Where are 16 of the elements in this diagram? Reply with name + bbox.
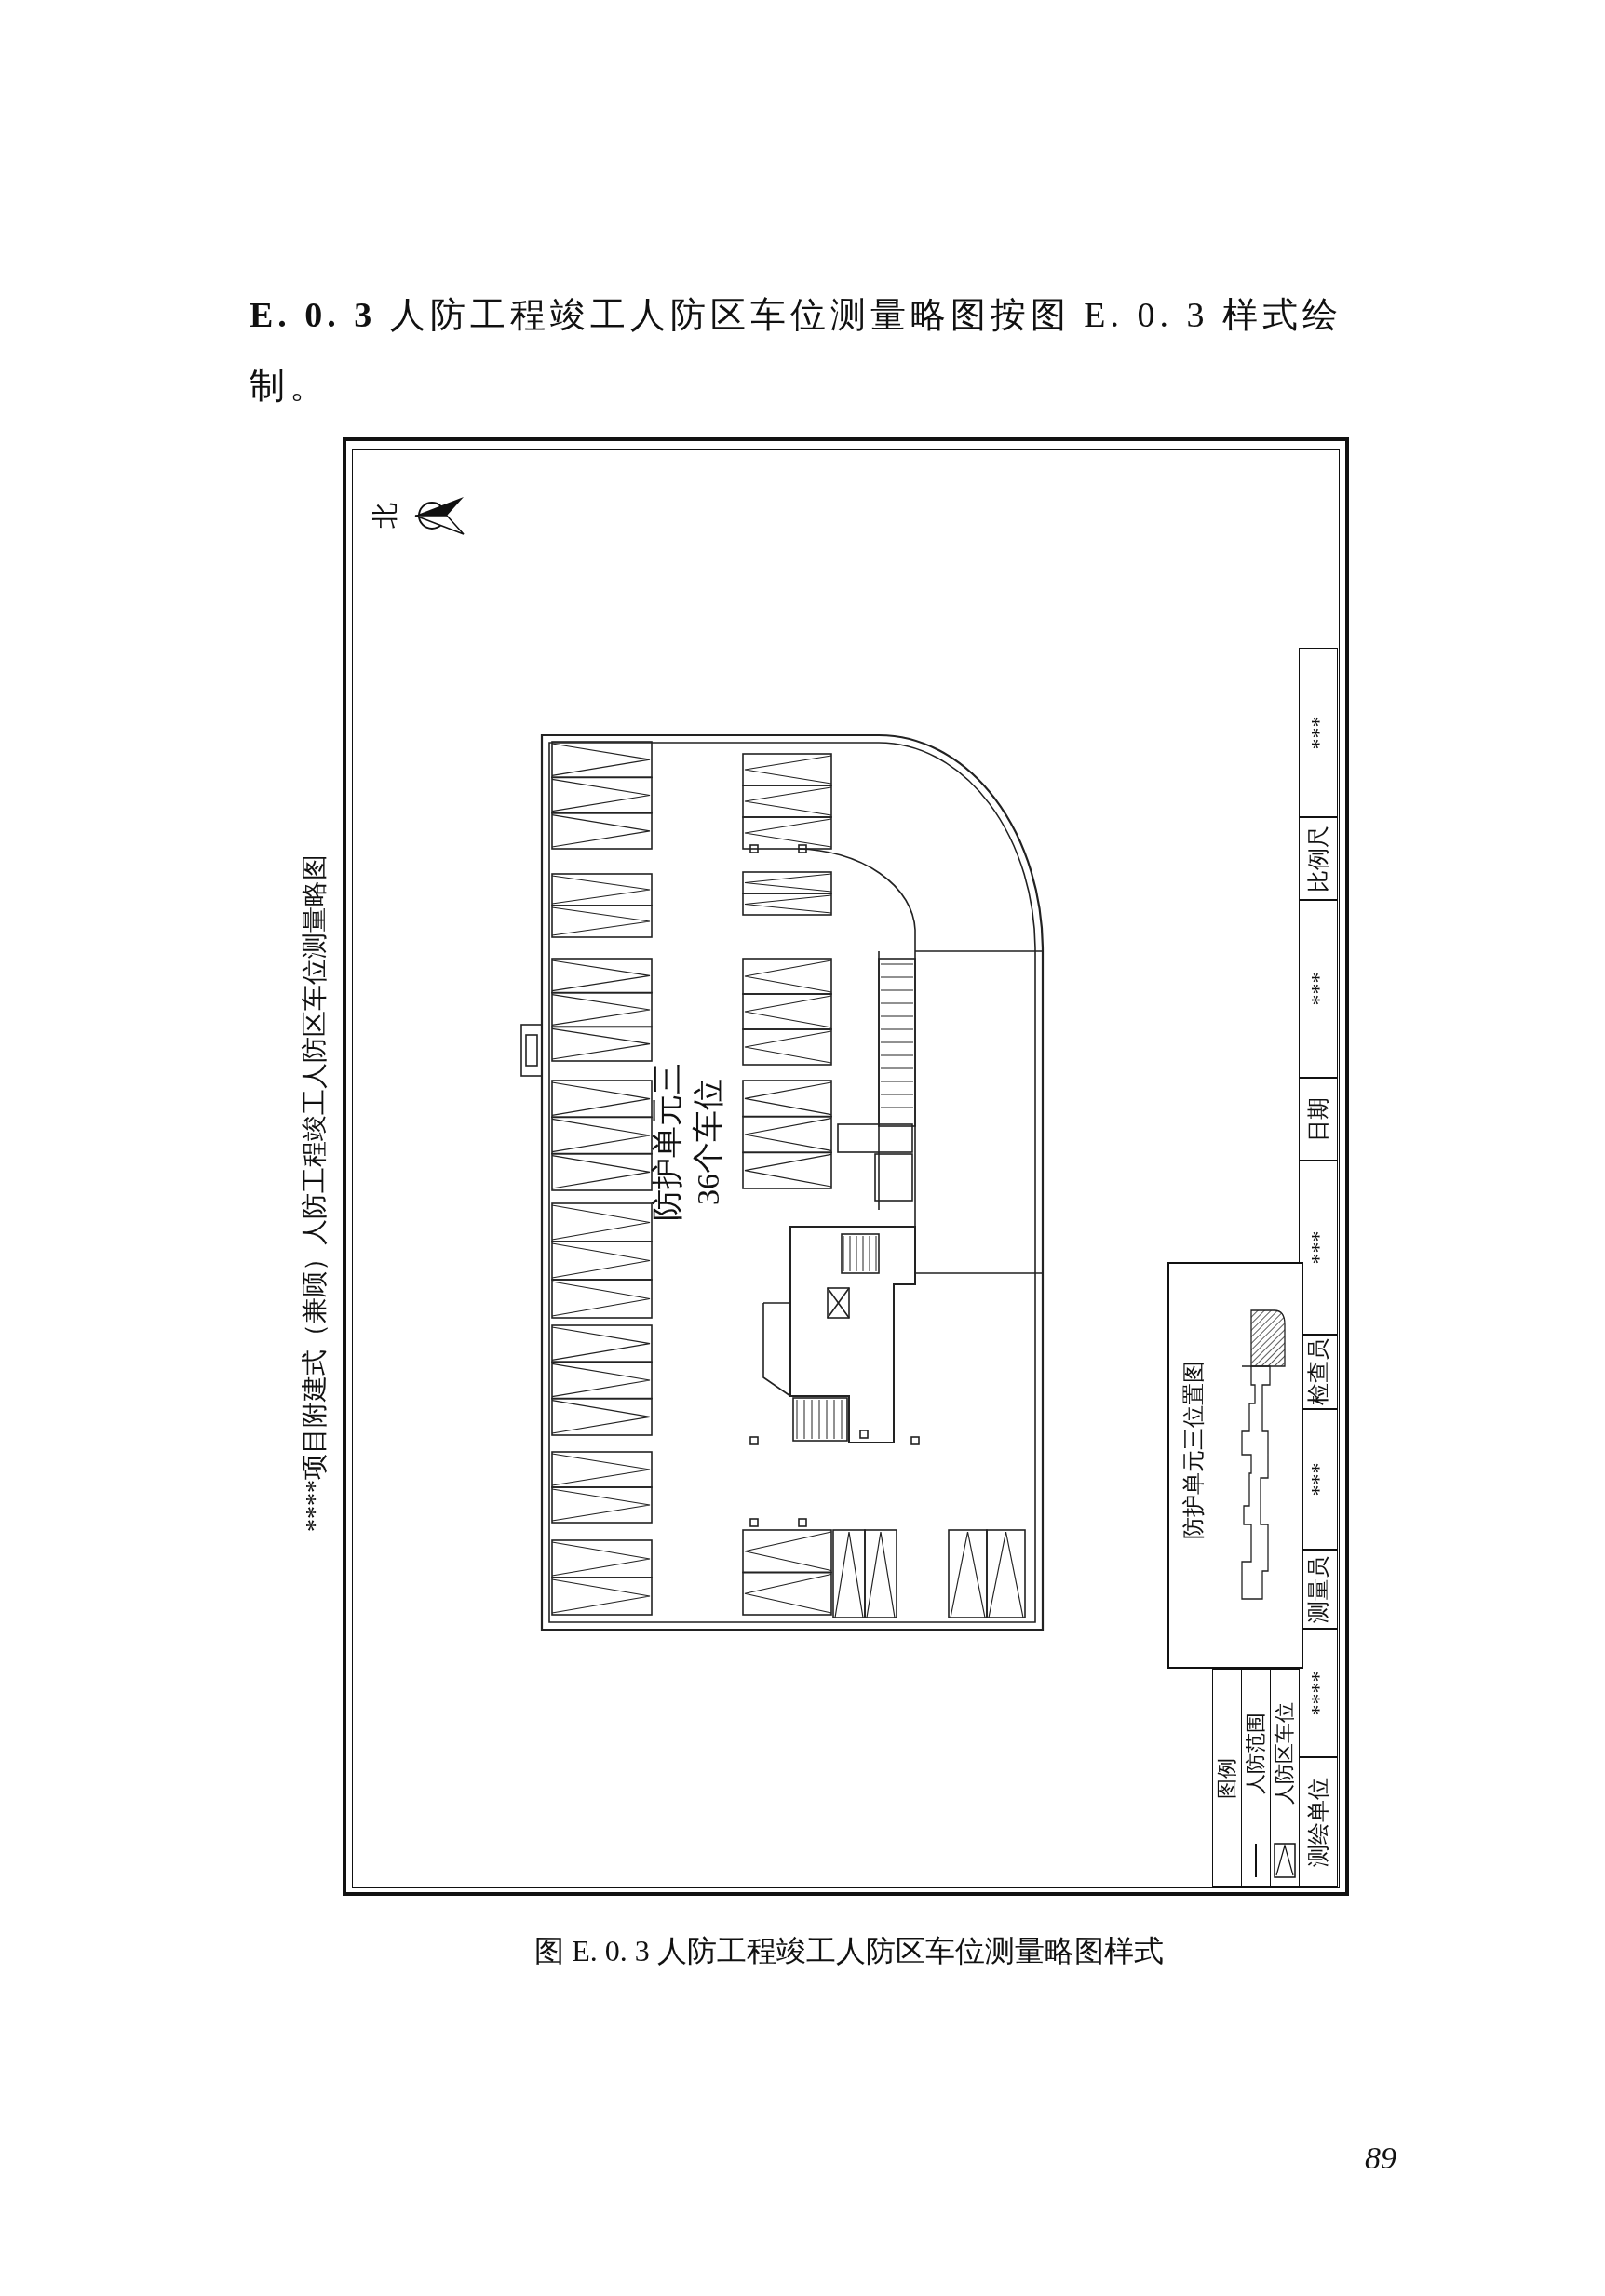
table-cell: *** xyxy=(1299,900,1338,1078)
table-cell: *** xyxy=(1299,648,1338,817)
north-label: 北 xyxy=(370,502,400,530)
figure-caption: 图 E. 0. 3 人防工程竣工人防区车位测量略图样式 xyxy=(533,1933,1165,1969)
inset-title: 防护单元三位置图 xyxy=(1180,1360,1207,1541)
drawing-title: ****项目附建式（兼顾）人防工程竣工人防区车位测量略图 xyxy=(299,853,330,1534)
inset-map-box xyxy=(1167,1262,1303,1669)
area-label: 防护单元三36个车位 xyxy=(649,1062,726,1223)
table-cell: 测绘单位 xyxy=(1299,1757,1338,1887)
section-heading: E. 0. 3 人防工程竣工人防区车位测量略图按图 E. 0. 3 样式绘制。 xyxy=(250,294,1344,407)
legend-heading: 图例 xyxy=(1212,1669,1242,1887)
table-cell: 日期 xyxy=(1299,1078,1338,1161)
legend-label: 人防区车位 xyxy=(1272,1701,1297,1806)
table-cell: 比例尺 xyxy=(1299,817,1338,900)
page-number: 89 xyxy=(1364,2141,1396,2176)
legend-label: 人防范围 xyxy=(1243,1712,1268,1796)
